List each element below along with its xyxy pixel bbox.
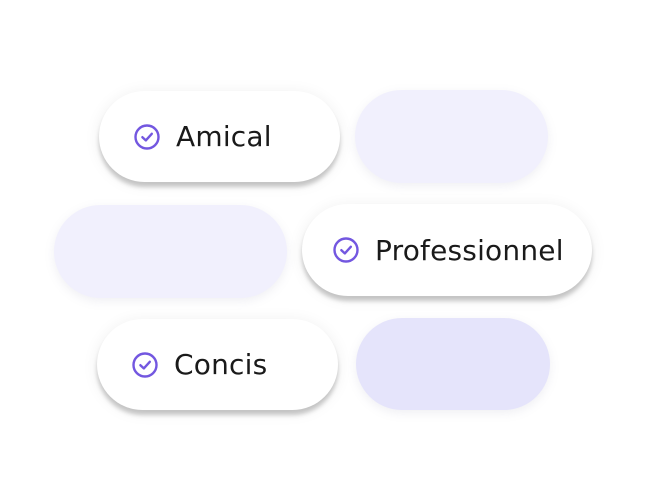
tone-option-professionnel[interactable]: Professionnel (302, 204, 592, 296)
check-circle-icon (134, 123, 160, 150)
tone-option-label: Concis (174, 348, 268, 381)
tone-option-concis[interactable]: Concis (97, 319, 338, 410)
tone-option-label: Professionnel (375, 233, 564, 267)
empty-option-placeholder (355, 90, 548, 183)
check-circle-icon (333, 237, 359, 263)
check-circle-icon (132, 351, 158, 378)
empty-option-placeholder (54, 205, 287, 298)
tone-option-amical[interactable]: Amical (99, 91, 340, 182)
tone-option-label: Amical (176, 120, 272, 153)
empty-option-placeholder (356, 318, 550, 410)
